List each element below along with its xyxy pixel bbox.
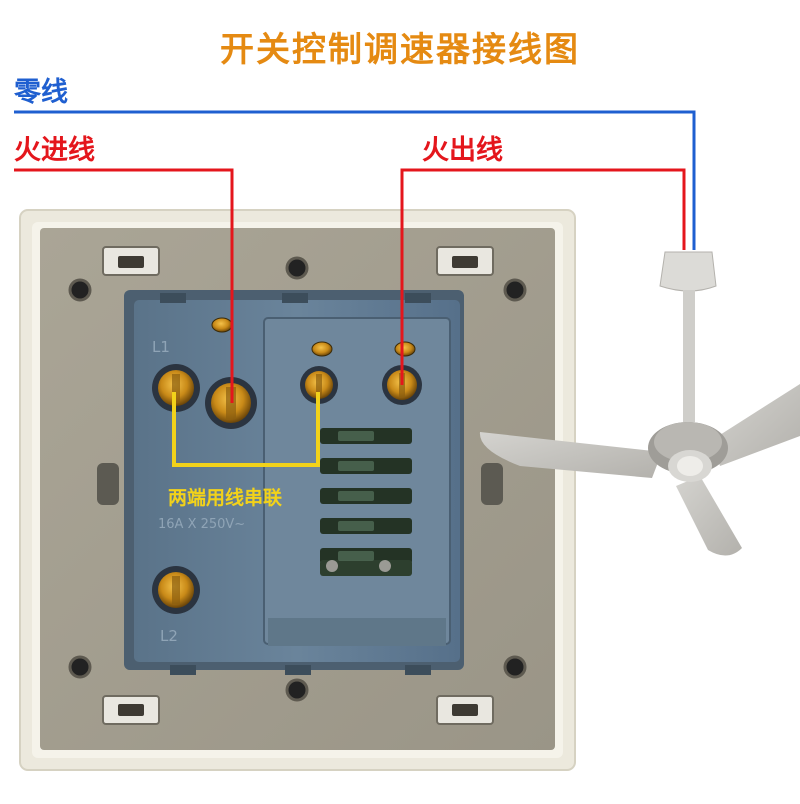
ceiling-fan	[479, 251, 800, 556]
neutral-wire	[14, 110, 696, 250]
marking-l1: L1	[152, 338, 170, 356]
live-out-wire	[400, 168, 686, 385]
terminal-l1	[152, 364, 200, 412]
terminal-controller-a	[300, 366, 338, 404]
diagram-title: 开关控制调速器接线图	[220, 30, 580, 70]
live-in-wire	[14, 168, 234, 403]
series-connection-label: 两端用线串联	[168, 487, 283, 509]
series-jumper-wire	[172, 392, 320, 467]
neutral-wire-label: 零线	[14, 77, 68, 108]
live-in-wire-label: 火进线	[14, 135, 95, 166]
screw-holes	[68, 256, 527, 702]
marking-l2: L2	[160, 627, 178, 645]
speed-controller-block	[263, 317, 451, 645]
terminal-l2	[152, 566, 200, 614]
marking-rating: 16A X 250V~	[158, 517, 245, 532]
live-out-wire-label: 火出线	[422, 135, 503, 166]
